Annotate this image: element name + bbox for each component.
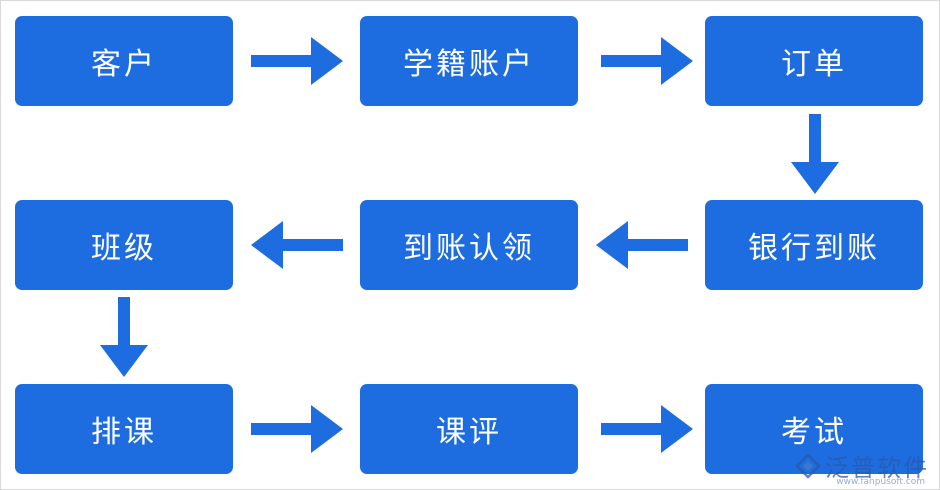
node-student-account: 学籍账户 — [360, 16, 578, 106]
arrow-bank-receipt-to-payment-claim — [596, 221, 688, 269]
node-bank-receipt: 银行到账 — [705, 200, 923, 290]
arrow-scheduling-to-course-evaluation — [251, 405, 343, 453]
arrow-order-to-bank-receipt — [791, 114, 839, 194]
arrow-student-account-to-order — [601, 37, 693, 85]
node-order: 订单 — [705, 16, 923, 106]
arrow-class-to-scheduling — [100, 297, 148, 377]
watermark-brand: 泛普软件 — [825, 454, 929, 482]
brand-logo-icon — [795, 452, 821, 479]
node-class: 班级 — [15, 200, 233, 290]
node-payment-claim: 到账认领 — [360, 200, 578, 290]
arrow-payment-claim-to-class — [251, 221, 343, 269]
watermark-url: www.fanpusoft.com — [836, 477, 925, 487]
arrow-course-evaluation-to-exam — [601, 405, 693, 453]
node-customer: 客户 — [15, 16, 233, 106]
node-course-evaluation: 课评 — [360, 384, 578, 474]
arrow-customer-to-student-account — [251, 37, 343, 85]
watermark: 泛普软件 — [795, 448, 929, 483]
node-scheduling: 排课 — [15, 384, 233, 474]
